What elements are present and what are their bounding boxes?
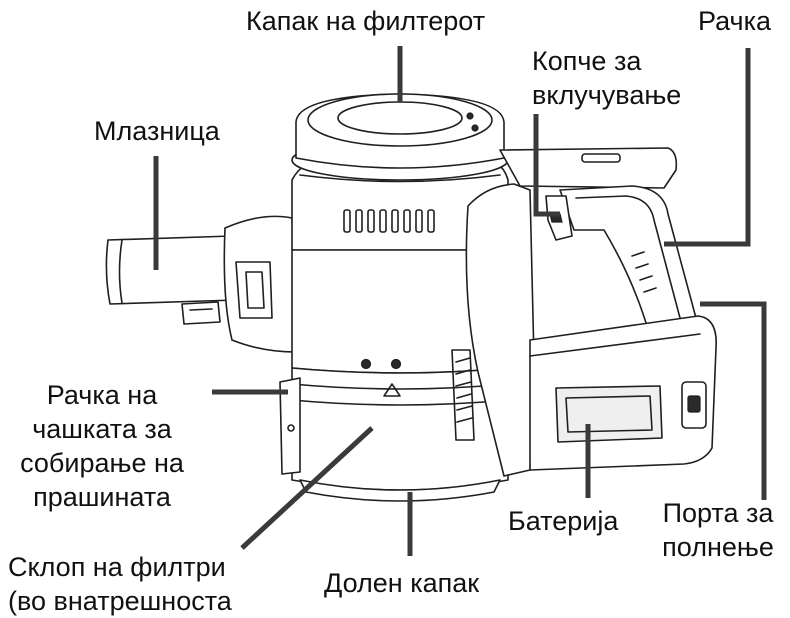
label-battery: Батерија bbox=[508, 506, 619, 536]
label-filter-cover: Капак на филтерот bbox=[246, 6, 486, 36]
nozzle-part bbox=[105, 235, 237, 325]
vent-slots bbox=[343, 209, 435, 233]
leader-lines bbox=[153, 46, 767, 556]
leader-filter-assembly bbox=[240, 426, 374, 550]
side-vent-slots bbox=[455, 357, 473, 423]
label-dust-cup-handle: Рачка на чашката за собирање на прашинат… bbox=[20, 380, 184, 512]
label-bottom-cover: Долен капак bbox=[324, 568, 480, 598]
label-handle: Рачка bbox=[698, 6, 772, 36]
label-filter-assembly: Склоп на филтри (во внатрешноста bbox=[8, 552, 232, 616]
label-charging-port: Порта за полнење bbox=[662, 498, 774, 562]
grip-ridges bbox=[631, 251, 657, 293]
front-housing bbox=[223, 215, 297, 353]
rear-body bbox=[451, 147, 717, 477]
leader-power-button bbox=[533, 114, 560, 217]
leader-charging-port bbox=[700, 301, 767, 500]
filter-cover-part bbox=[291, 93, 509, 181]
label-power-button: Копче за вклучување bbox=[532, 46, 682, 110]
leader-handle bbox=[664, 48, 751, 247]
label-nozzle: Млазница bbox=[94, 116, 220, 146]
